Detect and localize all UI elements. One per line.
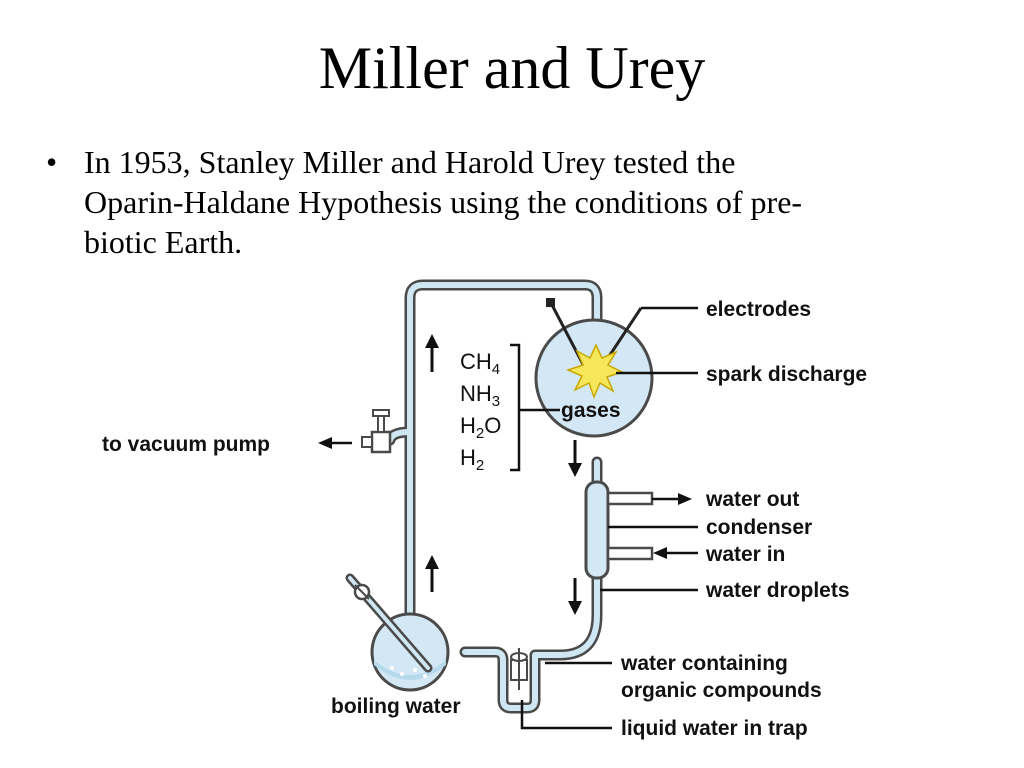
trap-valve	[510, 648, 528, 690]
gas-bracket	[510, 343, 560, 472]
label-to-vacuum-pump: to vacuum pump	[102, 433, 270, 456]
label-boiling-water: boiling water	[331, 695, 461, 718]
boiling-flask	[345, 573, 450, 692]
bullet-line-2: Oparin-Haldane Hypothesis using the cond…	[84, 184, 803, 220]
bullet-dot: •	[46, 144, 58, 180]
gas-h2: H2	[460, 445, 484, 474]
down-arrow-icon	[568, 578, 582, 615]
bullet-line-1: In 1953, Stanley Miller and Harold Urey …	[84, 144, 736, 180]
leader-lines	[318, 306, 698, 730]
gas-h2o: H2O	[460, 413, 501, 442]
up-arrow-icon	[425, 334, 439, 372]
bullet-line-3: biotic Earth.	[84, 224, 243, 260]
up-arrow-icon	[425, 555, 439, 592]
slide-title: Miller and Urey	[318, 35, 706, 101]
label-gases: gases	[561, 399, 621, 422]
gas-ch4: CH4	[460, 349, 500, 378]
label-water-droplets: water droplets	[705, 579, 850, 602]
label-spark-discharge: spark discharge	[706, 363, 867, 386]
flow-arrows	[425, 334, 582, 615]
vacuum-valve	[361, 409, 392, 454]
gas-nh3: NH3	[460, 381, 500, 410]
label-water-containing: water containing	[620, 652, 788, 675]
gas-flask	[534, 298, 654, 438]
condenser	[584, 480, 654, 580]
label-condenser: condenser	[706, 516, 812, 539]
label-electrodes: electrodes	[706, 298, 811, 321]
spark-icon	[565, 343, 624, 400]
right-return-tube	[459, 456, 603, 714]
down-arrow-icon	[568, 440, 582, 477]
label-organic-compounds: organic compounds	[621, 679, 822, 702]
water-out-port	[606, 491, 654, 506]
gas-list: CH4 NH3 H2O H2	[460, 349, 501, 474]
water-in-port	[606, 546, 654, 561]
label-water-in: water in	[705, 543, 785, 566]
bullet-text: In 1953, Stanley Miller and Harold Urey …	[84, 142, 984, 262]
label-liquid-water-trap: liquid water in trap	[621, 717, 808, 740]
label-water-out: water out	[705, 488, 799, 511]
